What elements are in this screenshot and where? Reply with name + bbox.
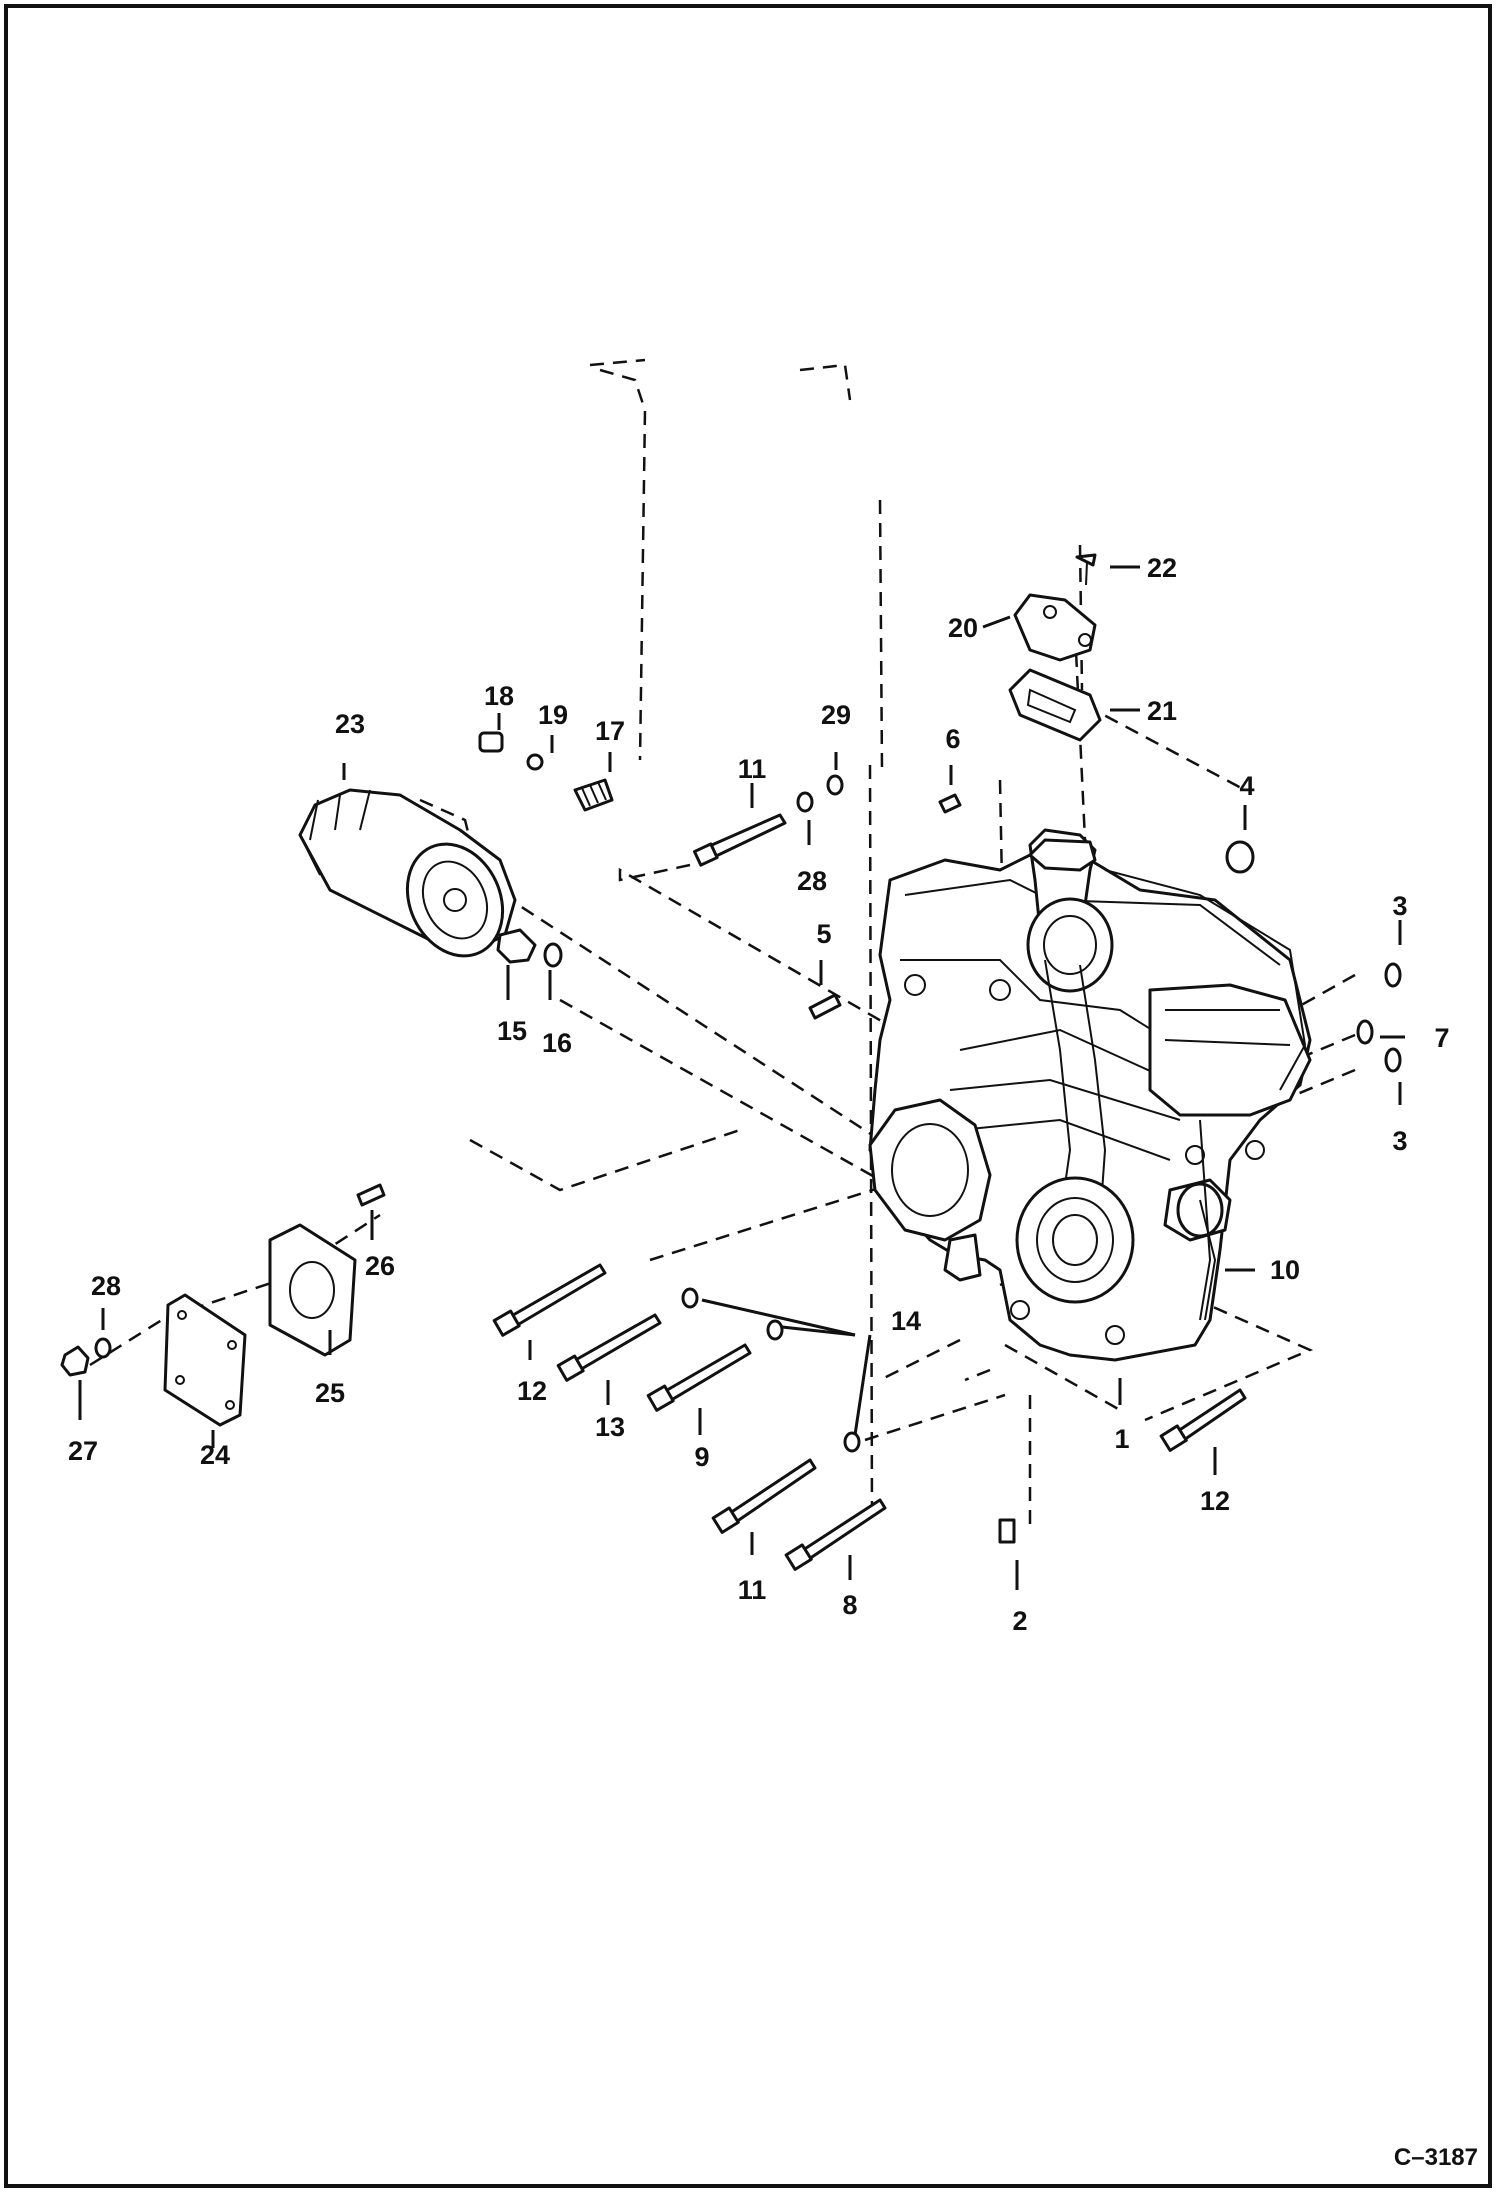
bolt-8 — [784, 1498, 887, 1571]
callout-4: 4 — [1239, 771, 1254, 801]
callout-16: 16 — [542, 1028, 572, 1058]
callout-10: 10 — [1270, 1255, 1300, 1285]
callout-25: 25 — [315, 1378, 345, 1408]
callout-24: 24 — [200, 1440, 230, 1470]
callout-28-lower: 28 — [91, 1271, 121, 1301]
callout-28-top: 28 — [797, 866, 827, 896]
nut-27 — [60, 1345, 90, 1377]
callout-11-bottom: 11 — [738, 1575, 767, 1605]
gasket-21 — [1008, 668, 1102, 742]
washer-14-c — [843, 1431, 861, 1453]
o-ring-16 — [543, 942, 563, 968]
filter-nipple — [496, 928, 537, 964]
callout-2: 2 — [1012, 1606, 1027, 1636]
gasket-10 — [1199, 1199, 1217, 1321]
washers-28-29 — [796, 774, 844, 813]
o-ring-3-upper — [1384, 962, 1402, 988]
leader-lines — [78, 565, 1405, 1590]
callout-27: 27 — [68, 1436, 98, 1466]
callout-3-upper: 3 — [1392, 891, 1407, 921]
figure-reference: C–3187 — [1394, 2144, 1478, 2171]
gasket-25 — [268, 1223, 357, 1357]
bolt-13 — [556, 1313, 662, 1382]
callout-23: 23 — [335, 709, 365, 739]
bolt-9 — [646, 1343, 752, 1412]
cover-plate-20 — [1013, 593, 1097, 662]
o-ring-7 — [1356, 1019, 1374, 1045]
callout-19: 19 — [538, 700, 568, 730]
bolt-11-bottom — [711, 1458, 817, 1534]
callout-5: 5 — [816, 919, 831, 949]
callout-9: 9 — [694, 1442, 709, 1472]
washer-28-lower — [94, 1337, 112, 1359]
o-ring-4 — [1225, 840, 1255, 874]
callout-6: 6 — [945, 724, 960, 754]
washer-14-a — [681, 1287, 699, 1309]
bolt-22 — [1075, 553, 1097, 586]
callout-18: 18 — [484, 681, 514, 711]
bolt-12-left — [492, 1263, 607, 1337]
gear-case-housing — [868, 828, 1312, 1362]
callout-29: 29 — [821, 700, 851, 730]
washer-14-b — [766, 1319, 784, 1341]
callout-13: 13 — [595, 1412, 625, 1442]
callout-12-left: 12 — [517, 1376, 547, 1406]
callout-labels: 1 2 3 3 4 5 6 7 8 9 10 11 11 12 12 13 14… — [68, 553, 1478, 2171]
bolt-5 — [808, 993, 842, 1020]
stud-26 — [356, 1183, 386, 1207]
oil-filter — [298, 788, 517, 958]
bolt-11-top — [692, 813, 787, 867]
relief-valve-parts — [478, 731, 614, 812]
callout-17: 17 — [595, 716, 625, 746]
plug-2 — [998, 1518, 1016, 1544]
cover-plate-24 — [163, 1293, 247, 1427]
callout-11-top: 11 — [738, 754, 767, 784]
pin-6 — [938, 793, 962, 814]
callout-20: 20 — [948, 613, 978, 643]
callout-8: 8 — [842, 1590, 857, 1620]
callout-1: 1 — [1114, 1424, 1129, 1454]
callout-21: 21 — [1147, 696, 1177, 726]
callout-3-lower: 3 — [1392, 1126, 1407, 1156]
o-ring-3-lower — [1384, 1047, 1402, 1073]
callout-12-right: 12 — [1200, 1486, 1230, 1516]
bolt-12-right — [1159, 1388, 1247, 1452]
callout-26: 26 — [365, 1251, 395, 1281]
callout-7: 7 — [1434, 1023, 1449, 1053]
callout-14: 14 — [891, 1306, 921, 1336]
callout-22: 22 — [1147, 553, 1177, 583]
callout-15: 15 — [497, 1016, 527, 1046]
